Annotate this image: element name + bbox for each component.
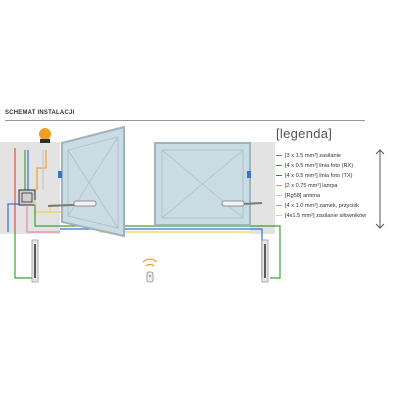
- photocell-right: [261, 239, 269, 283]
- right-actuator: [221, 200, 263, 207]
- legend-label: [4 x 0.5 mm²] linia foto (TX): [285, 172, 353, 179]
- left-actuator: [47, 200, 97, 207]
- legend-swatch: [276, 164, 282, 167]
- legend-label: [4x1.5 mm²] zasilanie siłowników: [285, 212, 367, 219]
- photo-rx-wire-left: [14, 232, 32, 279]
- legend-swatch: [276, 214, 282, 217]
- diagram-title: SCHEMAT INSTALACJI: [5, 110, 75, 116]
- photo-tx-wire-left: [7, 203, 19, 232]
- remote-control-icon: [142, 258, 158, 283]
- photocell-left: [31, 239, 39, 283]
- legend-swatch: [276, 204, 282, 207]
- control-box-icon: [18, 189, 36, 206]
- lamp-wire: [36, 150, 47, 190]
- legend-label: [4 x 1.0 mm²] zamek, przycisk: [285, 202, 359, 209]
- left-wall-post: [0, 142, 60, 234]
- left-lock-marker: [58, 171, 62, 178]
- legend-label: [3 x 1.5 mm²] zasilanie: [285, 152, 341, 159]
- title-divider: [5, 120, 365, 121]
- legend-label: [Rg58] antena: [285, 192, 321, 199]
- legend-label: [2 x 0.75 mm²] lampa: [285, 182, 338, 189]
- legend-item: [4 x 0.5 mm²] linia foto (TX): [276, 171, 352, 180]
- right-wall-post: [250, 142, 275, 234]
- legend-bracket: [375, 149, 385, 229]
- legend-swatch: [276, 174, 282, 177]
- photo-tx-wire-right: [60, 228, 263, 278]
- left-gate-leaf: [61, 125, 125, 238]
- legend-item: [4x1.5 mm²] zasilanie siłowników: [276, 211, 366, 220]
- right-gate-leaf: [154, 142, 251, 226]
- legend-title: [legenda]: [276, 126, 333, 141]
- legend-item: [3 x 1.5 mm²] zasilanie: [276, 151, 341, 160]
- legend-swatch: [276, 154, 282, 157]
- legend-item: [Rg58] antena: [276, 191, 320, 200]
- legend-swatch: [276, 194, 282, 197]
- lock-button-wire: [26, 205, 60, 233]
- legend-swatch: [276, 184, 282, 187]
- warning-lamp-icon: [39, 128, 51, 143]
- right-lock-marker: [247, 171, 251, 178]
- legend-item: [2 x 0.75 mm²] lampa: [276, 181, 338, 190]
- legend-item: [4 x 0.5 mm²] linia foto (RX): [276, 161, 353, 170]
- legend-label: [4 x 0.5 mm²] linia foto (RX): [285, 162, 354, 169]
- legend-item: [4 x 1.0 mm²] zamek, przycisk: [276, 201, 359, 210]
